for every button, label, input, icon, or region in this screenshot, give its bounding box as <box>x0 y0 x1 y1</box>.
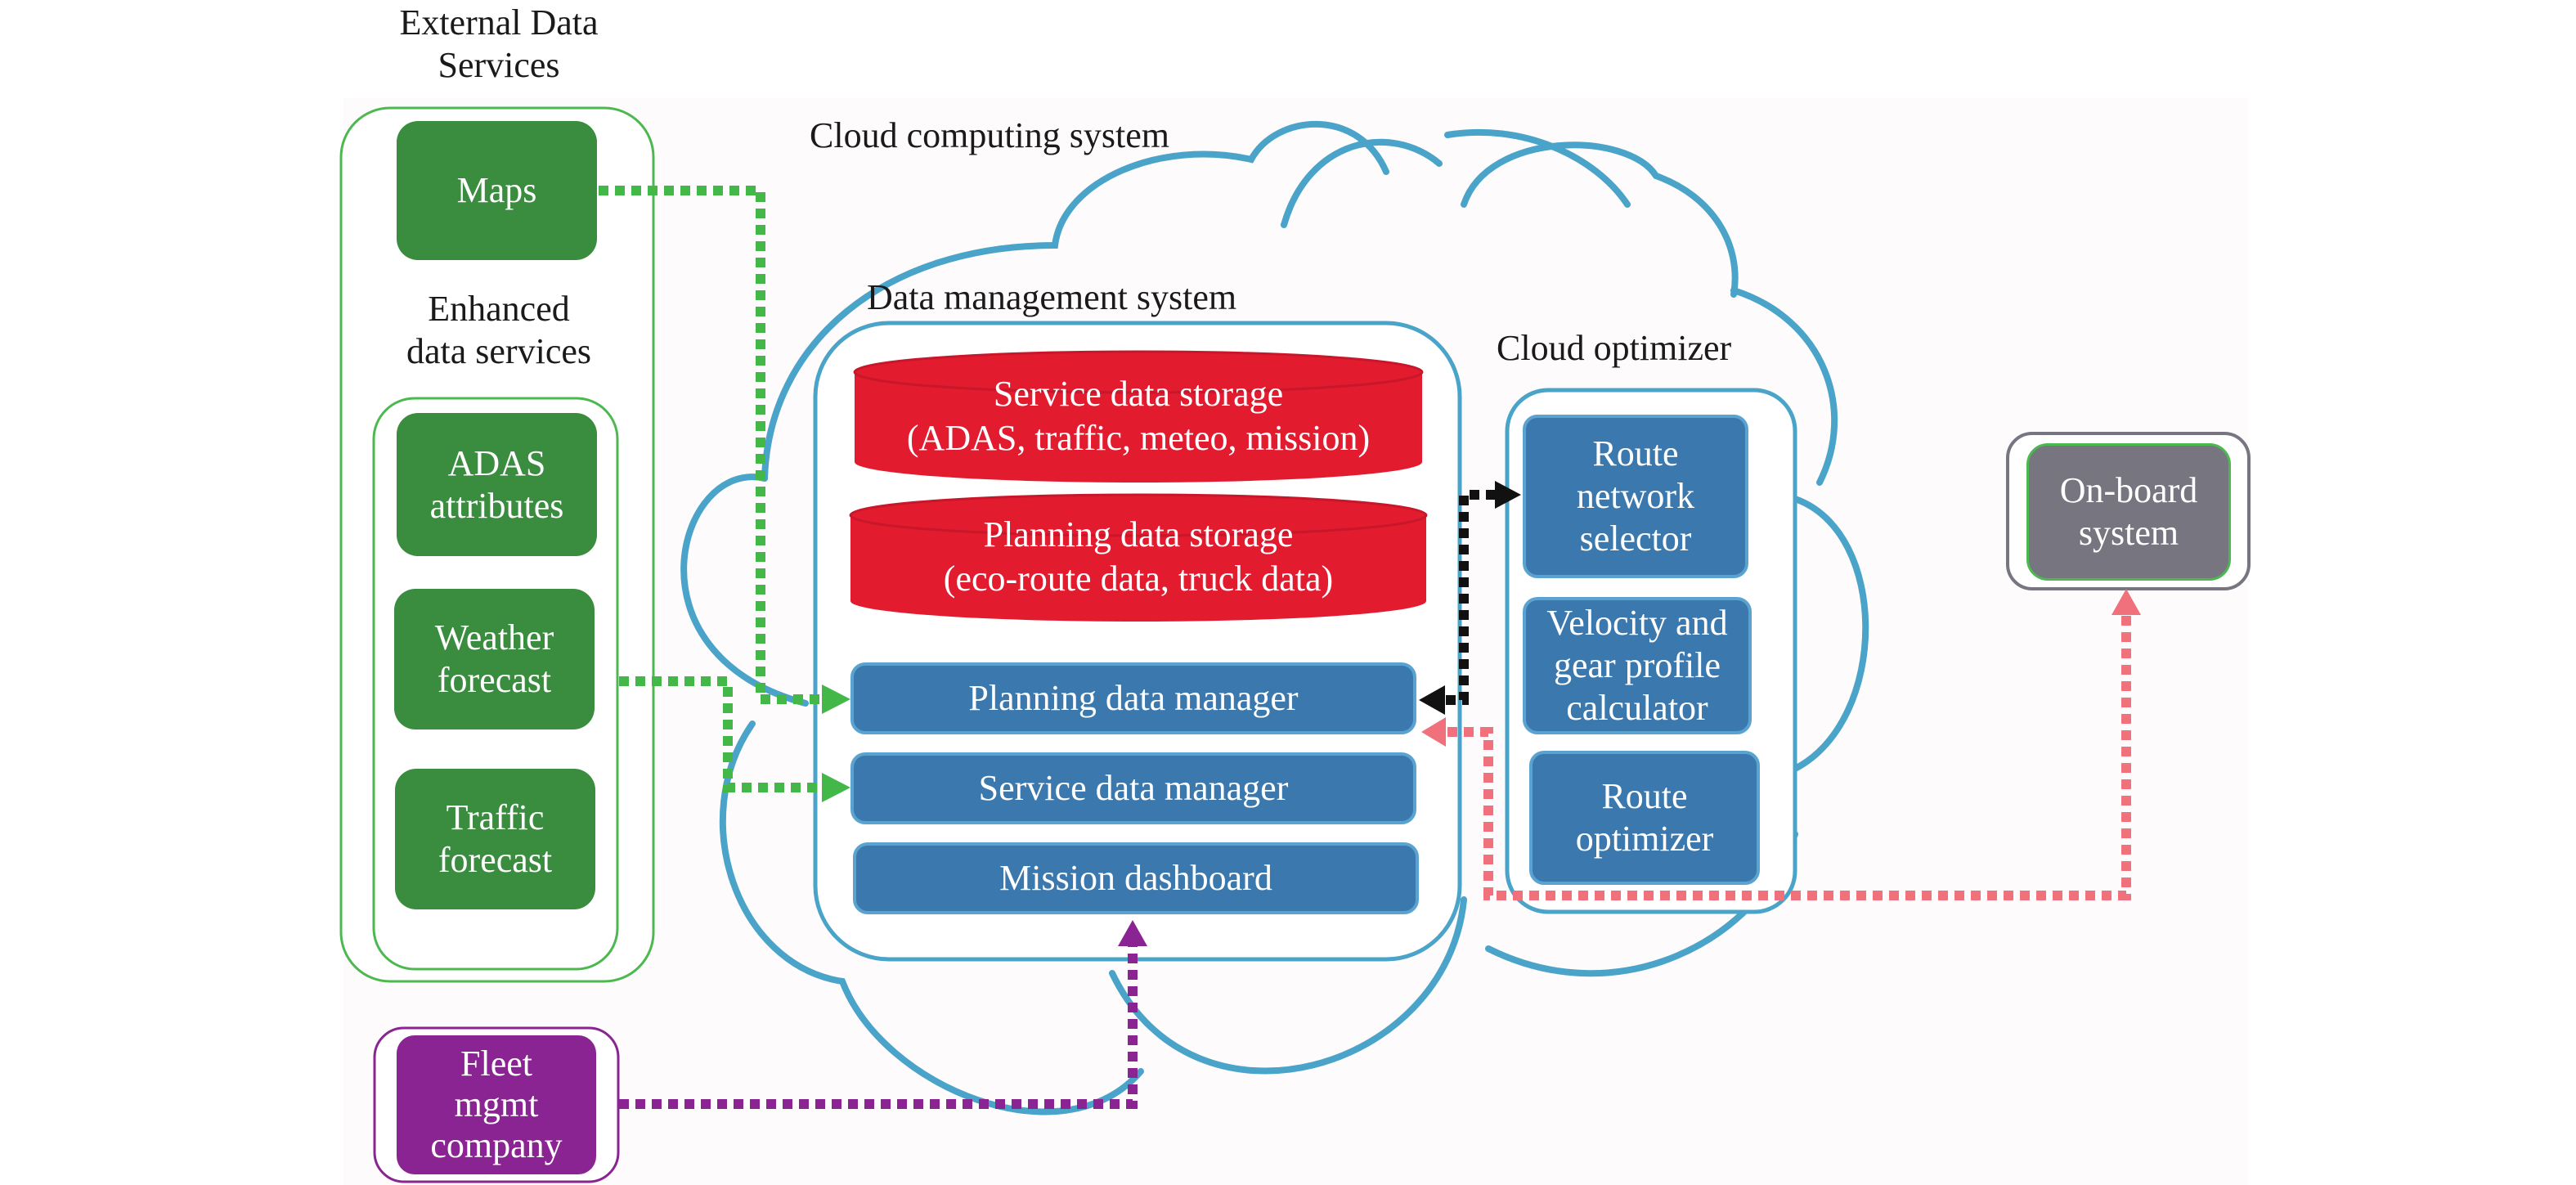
maps-to-planning-arrow <box>599 186 822 704</box>
service-data-manager-box[interactable]: Service data manager <box>850 752 1416 824</box>
arrowhead-black-right <box>1495 481 1521 509</box>
enhanced-data-services-title: Enhanced data services <box>406 289 591 371</box>
cloud-computing-title: Cloud computing system <box>810 115 1169 155</box>
traffic-forecast-box[interactable]: Traffic forecast <box>395 769 595 909</box>
planning-to-route-selector-arrow <box>1446 490 1497 705</box>
weather-to-service-arrow <box>619 676 822 792</box>
route-network-selector-box[interactable]: Route network selector <box>1523 415 1748 578</box>
arrowhead-pink-left <box>1421 717 1446 747</box>
planning-data-storage-label[interactable]: Planning data storage (eco-route data, t… <box>943 514 1334 599</box>
mission-dashboard-box[interactable]: Mission dashboard <box>853 842 1419 914</box>
arrowhead-green-planning <box>822 685 850 714</box>
arrowhead-green-service <box>822 773 850 802</box>
arrowhead-pink-up <box>2112 589 2141 615</box>
fleet-mgmt-company-box[interactable]: Fleet mgmt company <box>397 1035 596 1174</box>
external-data-services-title: External Data Services <box>399 2 599 85</box>
velocity-gear-profile-box[interactable]: Velocity and gear profile calculator <box>1523 597 1752 734</box>
service-data-storage-label[interactable]: Service data storage (ADAS, traffic, met… <box>906 374 1371 458</box>
fleet-to-dashboard-arrow <box>619 945 1138 1109</box>
planning-data-manager-box[interactable]: Planning data manager <box>850 662 1416 734</box>
adas-attributes-box[interactable]: ADAS attributes <box>397 413 597 556</box>
service-data-storage-cylinder <box>853 350 1424 483</box>
optimizer-to-onboard-arrow <box>1447 613 2131 900</box>
route-optimizer-box[interactable]: Route optimizer <box>1529 751 1760 885</box>
maps-box[interactable]: Maps <box>397 121 597 260</box>
onboard-system-box[interactable]: On-board system <box>2026 443 2231 581</box>
arrowhead-black-left <box>1419 685 1445 715</box>
arrowhead-purple-up <box>1118 920 1147 946</box>
planning-data-storage-cylinder <box>849 493 1428 622</box>
data-management-title: Data management system <box>867 277 1237 317</box>
cloud-optimizer-title: Cloud optimizer <box>1497 328 1732 368</box>
weather-forecast-box[interactable]: Weather forecast <box>394 589 595 729</box>
